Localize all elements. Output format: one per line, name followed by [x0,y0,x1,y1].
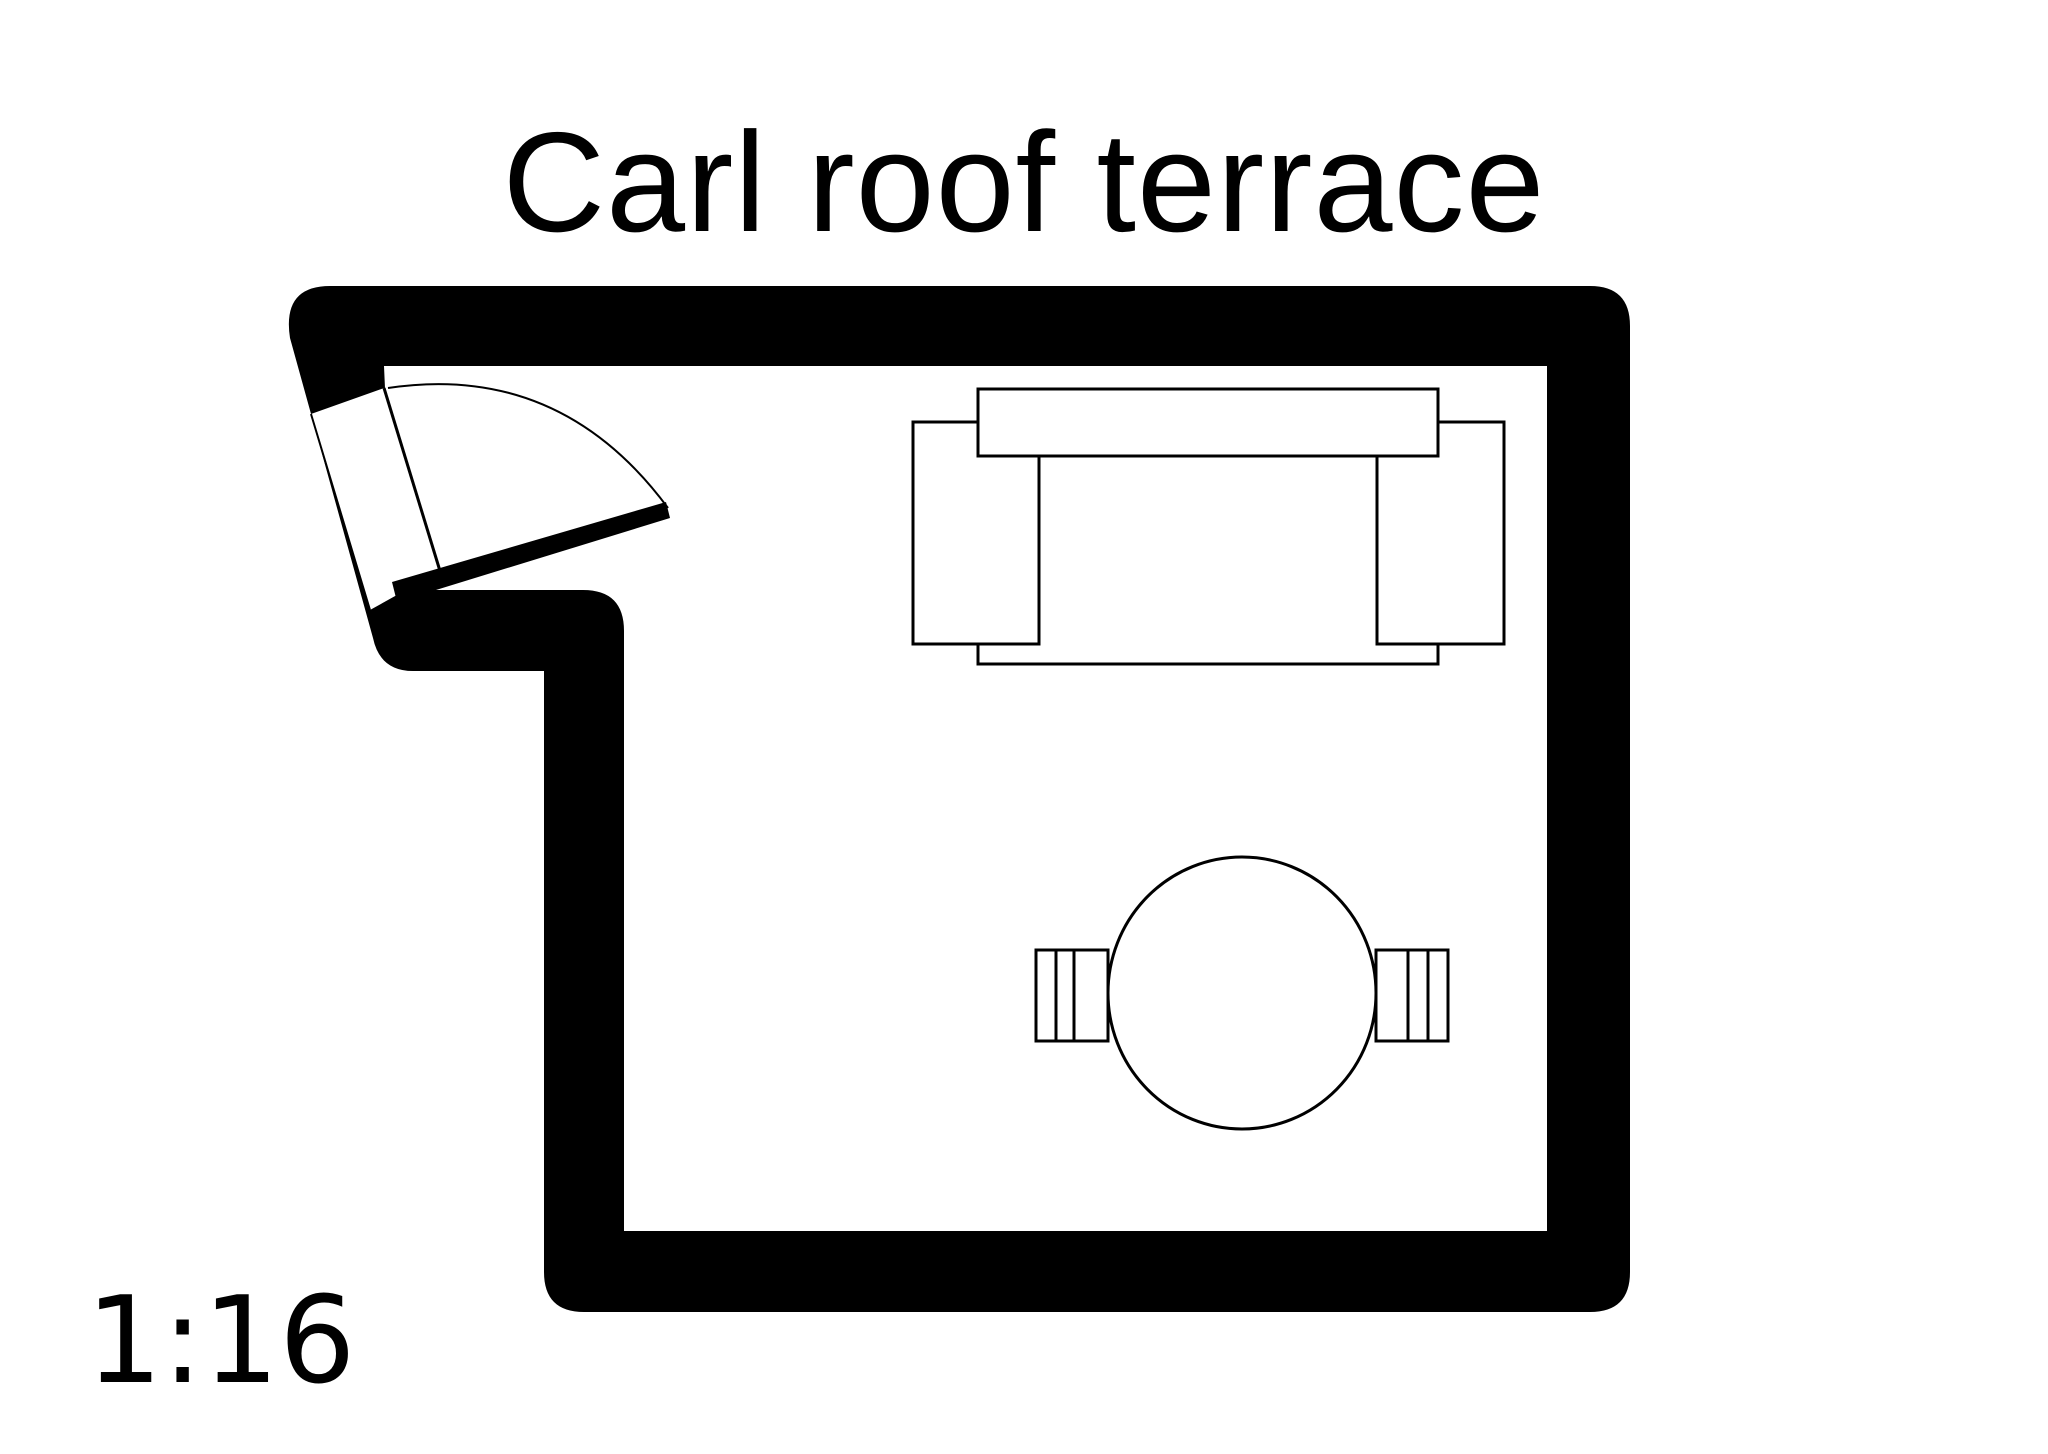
sofa-arm-left [911,420,1041,646]
round-table [1106,855,1378,1131]
sofa-back [976,387,1440,458]
sofa-seat [976,424,1440,666]
door-leaf [392,502,670,602]
dining-set [1034,855,1450,1131]
door-opening [311,388,440,610]
chair-right [1374,948,1450,1043]
terrace-wall [288,286,1630,1312]
sofa [911,387,1506,666]
door-swing-arc [387,383,669,509]
chair-left [1034,948,1110,1043]
sofa-arm-right [1375,420,1506,646]
door-frame-line [382,387,442,572]
door-jamb-line [310,413,371,611]
plan-title: Carl roof terrace [502,103,1546,262]
scale-label: 1:16 [86,1272,356,1411]
